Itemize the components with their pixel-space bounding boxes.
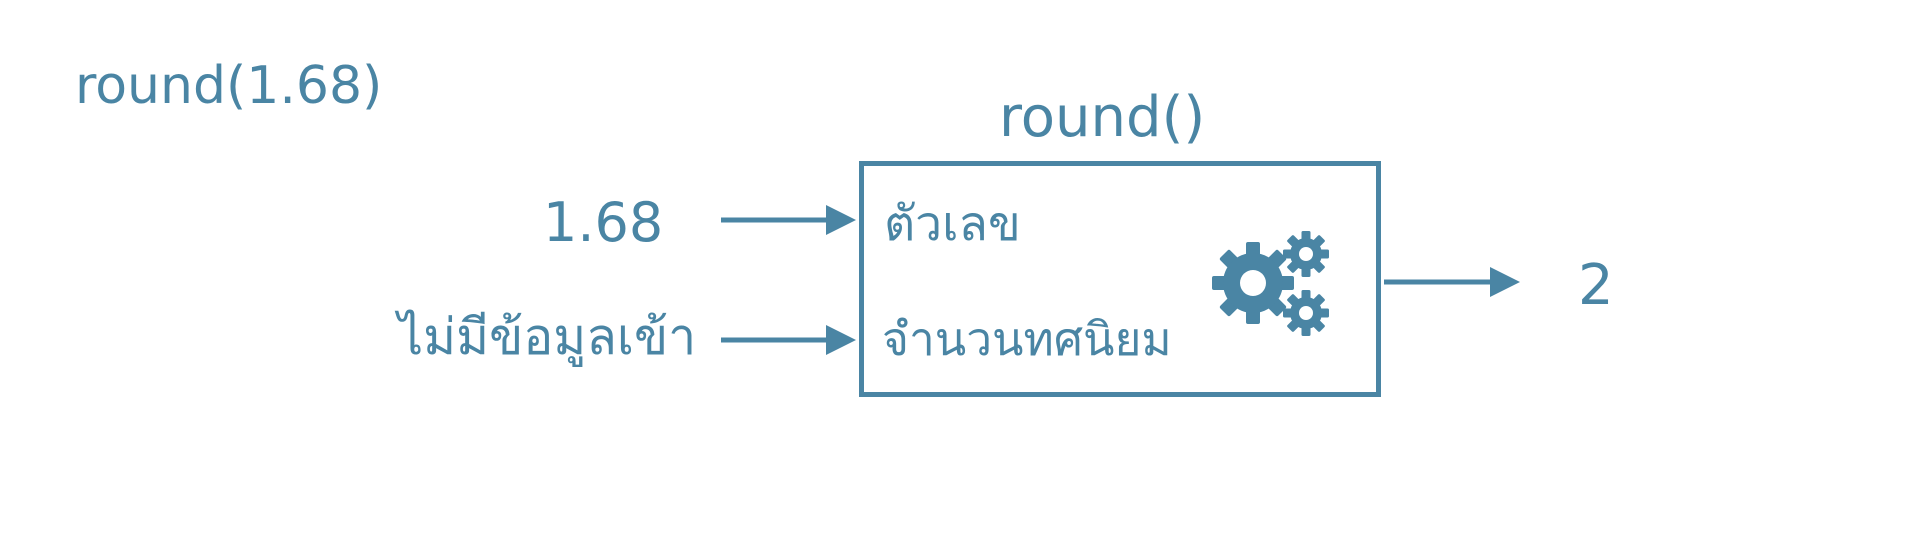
expression-label: round(1.68) <box>75 56 383 116</box>
function-name: round() <box>999 85 1206 150</box>
output-arrow <box>1384 267 1520 297</box>
input-arrow-decimals <box>721 325 856 355</box>
input-arrow-number <box>721 205 856 235</box>
parameter-label-decimals: จำนวนทศนิยม <box>882 312 1172 366</box>
input-value-number: 1.68 <box>543 191 664 254</box>
parameter-label-number: ตัวเลข <box>884 196 1021 252</box>
gears-icon <box>1212 231 1329 336</box>
output-value: 2 <box>1578 253 1614 318</box>
function-box <box>859 161 1381 397</box>
input-value-decimals: ไม่มีข้อมูลเข้า <box>398 308 697 366</box>
